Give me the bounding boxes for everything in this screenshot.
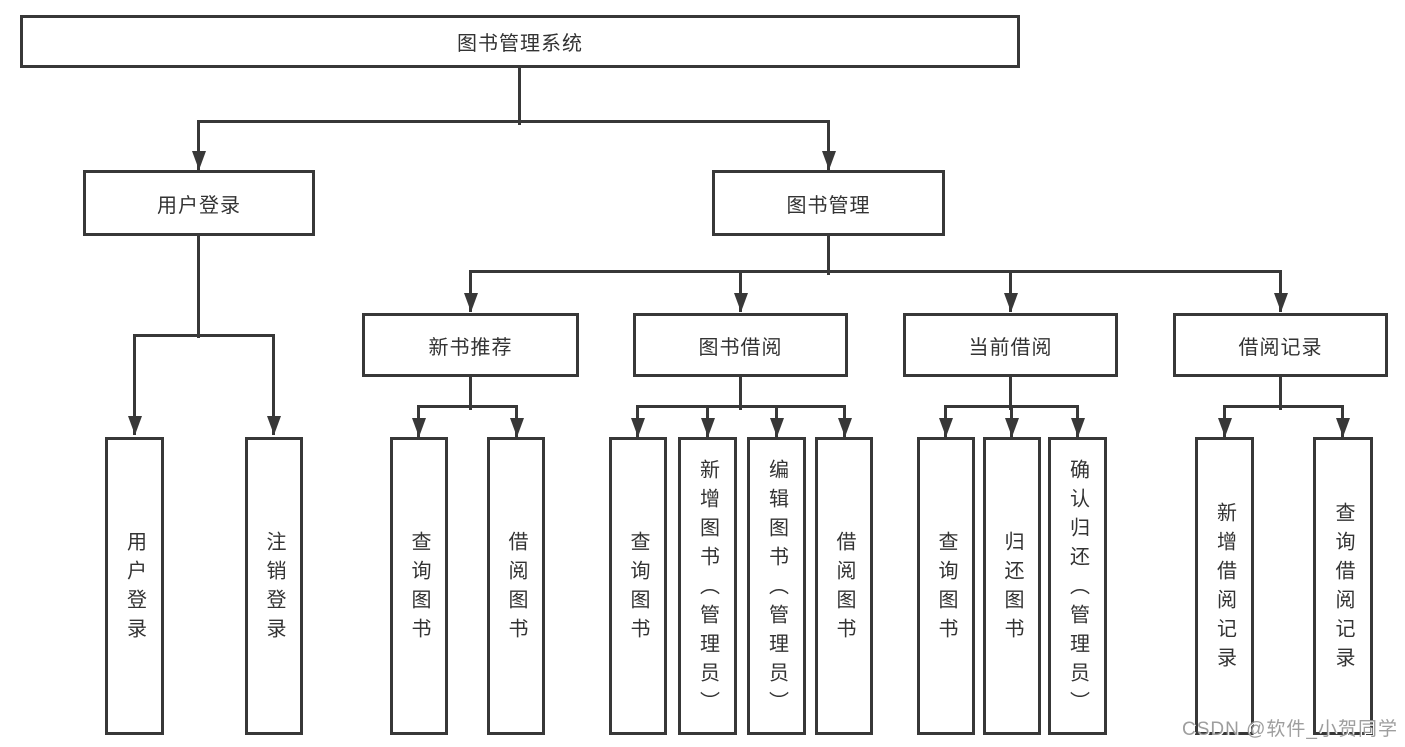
node-label: 新书推荐: [428, 336, 513, 359]
node-label: 归还图书: [1001, 531, 1023, 647]
arrow-down-icon: [706, 406, 709, 437]
leaf-return-books: 归还图书: [983, 437, 1041, 735]
arrow-down-icon: [843, 406, 846, 437]
connector-line: [827, 236, 830, 275]
arrow-down-icon: [515, 406, 518, 437]
arrow-down-icon: [133, 335, 136, 435]
leaf-query-books-borrowing: 查询图书: [609, 437, 667, 735]
node-label: 确认归还（管理员）: [1066, 458, 1089, 720]
node-label: 新增借阅记录: [1213, 502, 1236, 676]
node-label: 查询图书: [408, 531, 430, 647]
connector-line: [197, 120, 830, 123]
node-label: 注销登录: [263, 531, 285, 647]
node-label: 借阅记录: [1238, 336, 1323, 359]
leaf-add-borrow-record: 新增借阅记录: [1195, 437, 1254, 735]
node-library-system-root: 图书管理系统: [20, 15, 1020, 68]
node-new-book-recommend: 新书推荐: [362, 313, 579, 377]
arrow-down-icon: [469, 271, 472, 312]
node-label: 借阅图书: [505, 531, 527, 647]
leaf-edit-books-admin: 编辑图书（管理员）: [747, 437, 806, 735]
leaf-borrow-books: 借阅图书: [815, 437, 873, 735]
leaf-add-books-admin: 新增图书（管理员）: [678, 437, 737, 735]
node-label: 当前借阅: [968, 336, 1053, 359]
leaf-query-borrow-record: 查询借阅记录: [1313, 437, 1373, 735]
arrow-down-icon: [1223, 406, 1226, 437]
node-label: 图书借阅: [698, 336, 783, 359]
arrow-down-icon: [1341, 406, 1344, 437]
arrow-down-icon: [1279, 271, 1282, 312]
connector-line: [469, 270, 1282, 273]
leaf-user-login: 用户登录: [105, 437, 164, 735]
leaf-query-books-current: 查询图书: [917, 437, 975, 735]
node-label: 编辑图书（管理员）: [765, 458, 788, 720]
connector-line: [518, 68, 521, 125]
leaf-logout: 注销登录: [245, 437, 303, 735]
connector-line: [133, 334, 275, 337]
connector-line: [197, 236, 200, 338]
connector-line: [469, 377, 472, 410]
csdn-watermark: CSDN @软件_小贺同学: [1182, 719, 1398, 740]
node-user-login: 用户登录: [83, 170, 315, 236]
node-label: 用户登录: [157, 194, 241, 217]
node-label: 用户登录: [123, 531, 146, 647]
connector-line: [1223, 405, 1344, 408]
arrow-down-icon: [775, 406, 778, 437]
node-borrowing-records: 借阅记录: [1173, 313, 1388, 377]
node-label: 借阅图书: [833, 531, 855, 647]
arrow-down-icon: [739, 271, 742, 312]
node-label: 查询借阅记录: [1332, 502, 1354, 676]
arrow-down-icon: [197, 120, 200, 170]
node-current-borrowing: 当前借阅: [903, 313, 1118, 377]
connector-line: [636, 405, 846, 408]
arrow-down-icon: [1010, 406, 1013, 437]
node-book-management: 图书管理: [712, 170, 945, 236]
arrow-down-icon: [1009, 271, 1012, 312]
arrow-down-icon: [636, 406, 639, 437]
leaf-confirm-return-admin: 确认归还（管理员）: [1048, 437, 1107, 735]
connector-line: [1009, 377, 1012, 410]
leaf-query-books-recommend: 查询图书: [390, 437, 448, 735]
node-book-borrowing: 图书借阅: [633, 313, 848, 377]
arrow-down-icon: [1076, 406, 1079, 437]
arrow-down-icon: [944, 406, 947, 437]
connector-line: [417, 405, 518, 408]
leaf-borrow-books-recommend: 借阅图书: [487, 437, 545, 735]
arrow-down-icon: [272, 335, 275, 435]
node-label: 图书管理系统: [457, 33, 583, 55]
connector-line: [1279, 377, 1282, 410]
connector-line: [739, 377, 742, 410]
arrow-down-icon: [417, 406, 420, 437]
node-label: 查询图书: [627, 531, 649, 647]
node-label: 图书管理: [786, 194, 871, 217]
node-label: 查询图书: [935, 531, 957, 647]
arrow-down-icon: [827, 120, 830, 170]
node-label: 新增图书（管理员）: [696, 458, 719, 720]
